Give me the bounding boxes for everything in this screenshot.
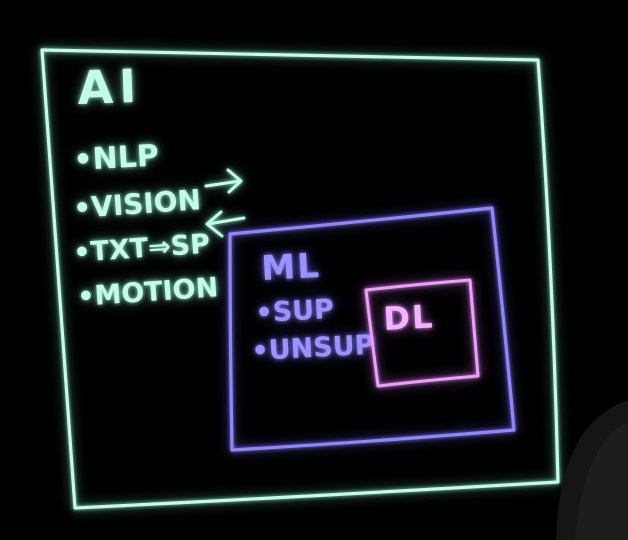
arrow-right-icon bbox=[204, 168, 243, 194]
ai-title: AI bbox=[76, 59, 143, 115]
dl-title: DL bbox=[382, 297, 435, 338]
ml-item-unsupervised: •UNSUP bbox=[251, 330, 375, 367]
ml-item-supervised: •SUP bbox=[255, 294, 335, 329]
arrow-left-icon bbox=[205, 210, 246, 238]
ai-item-vision: •VISION bbox=[72, 183, 202, 225]
ai-item-nlp: •NLP bbox=[73, 139, 160, 178]
ml-box bbox=[228, 206, 516, 452]
presenter-silhouette bbox=[556, 400, 628, 540]
ai-item-txt-to-speech: •TXT⇒SP bbox=[72, 229, 211, 269]
ai-box bbox=[40, 48, 560, 510]
ml-title: ML bbox=[260, 246, 322, 289]
ai-item-motion: •MOTION bbox=[76, 272, 219, 313]
dl-box bbox=[364, 278, 480, 388]
